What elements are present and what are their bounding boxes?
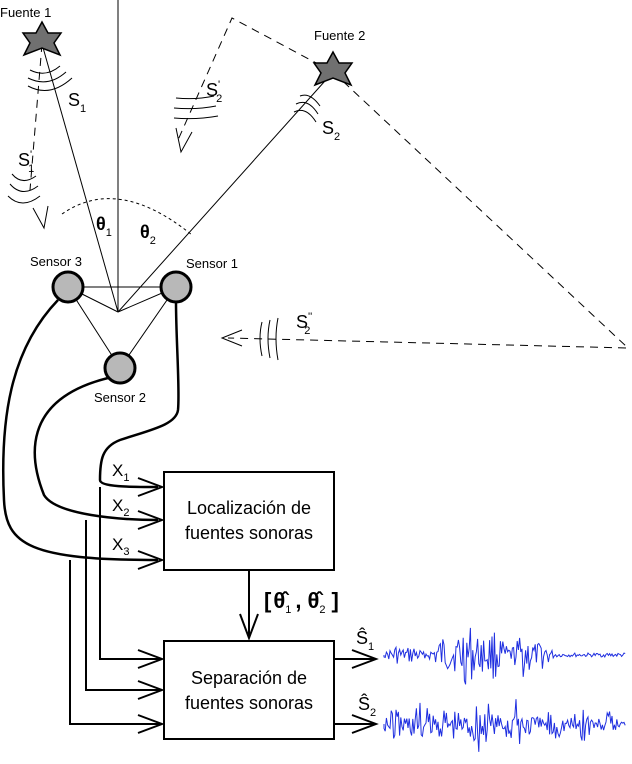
branch-x3-separation <box>69 560 162 725</box>
source1-label: Fuente 1 <box>0 5 51 20</box>
output-s1-label: Ŝ1 <box>356 627 374 653</box>
cable-sensor1 <box>98 301 180 489</box>
wave-arcs-source1-reflect <box>7 173 41 204</box>
arrow-x3-separation <box>137 714 165 734</box>
wave-arcs-s2-double-prime <box>259 317 279 361</box>
separation-line-2: fuentes sonoras <box>185 693 313 713</box>
wave-arcs-source1-down <box>27 65 73 91</box>
source1-star-icon <box>21 20 63 57</box>
arrowhead-s1-prime <box>32 205 49 230</box>
separation-block <box>163 640 335 740</box>
branch-x1-separation <box>99 487 162 660</box>
output-waveform-2 <box>383 699 626 752</box>
path-source2-to-array <box>117 71 334 313</box>
signal-s1-label: S1 <box>68 90 86 115</box>
localization-line-1: Localización de <box>187 498 311 518</box>
sensor1-node <box>159 270 193 304</box>
arrow-x2-separation <box>137 680 165 700</box>
theta1-label: θ1 <box>96 214 112 239</box>
reflection-path-s2-double <box>227 71 630 349</box>
signal-s2-label: S2 <box>322 118 340 143</box>
sensor2-label: Sensor 2 <box>94 390 146 405</box>
input-x2-label: X2 <box>112 496 129 519</box>
sensor1-label: Sensor 1 <box>186 256 238 271</box>
angle-arc <box>61 198 193 236</box>
wave-arcs-source2-reflect <box>173 95 219 120</box>
theta2-label: θ2 <box>140 222 156 247</box>
estimate-label: [θ̂1,θ̂2] <box>264 588 339 616</box>
output-arrowhead-2 <box>351 714 379 734</box>
localization-block <box>163 471 335 571</box>
source2-label: Fuente 2 <box>314 28 365 43</box>
arrowhead-s2-double-prime <box>220 329 243 347</box>
cable-sensor2 <box>33 376 159 522</box>
output-waveform-1 <box>383 627 626 685</box>
sensor-triangle <box>67 286 177 369</box>
signal-s2-prime-label: S'2 <box>206 79 222 105</box>
separation-line-1: Separación de <box>191 668 307 688</box>
arrowhead-s2-prime <box>175 127 193 154</box>
branch-x2-separation <box>85 520 162 691</box>
cable-sensor3 <box>1 299 159 562</box>
path-source1-to-array <box>41 43 119 313</box>
sensor2-node <box>103 351 137 385</box>
reflection-path-s1 <box>29 43 43 191</box>
signal-s2-double-prime-label: S''2 <box>296 311 312 337</box>
arrow-x2-localization <box>137 510 165 530</box>
estimate-arrowhead <box>239 613 259 641</box>
sensor3-node <box>51 270 85 304</box>
input-x3-label: X3 <box>112 535 129 558</box>
input-x1-label: X1 <box>112 461 129 484</box>
reflection-path-s2 <box>177 17 334 141</box>
signal-s1-prime-label: S'1 <box>18 149 34 175</box>
source2-star-icon <box>312 50 354 87</box>
arrow-x1-separation <box>137 649 165 669</box>
output-arrowhead-1 <box>351 649 379 669</box>
sensor3-label: Sensor 3 <box>30 254 82 269</box>
arrow-x3-localization <box>137 550 165 570</box>
output-s2-label: Ŝ2 <box>358 693 376 719</box>
wave-arcs-source2-down <box>293 94 321 123</box>
arrow-x1-localization <box>137 477 165 497</box>
localization-line-2: fuentes sonoras <box>185 523 313 543</box>
